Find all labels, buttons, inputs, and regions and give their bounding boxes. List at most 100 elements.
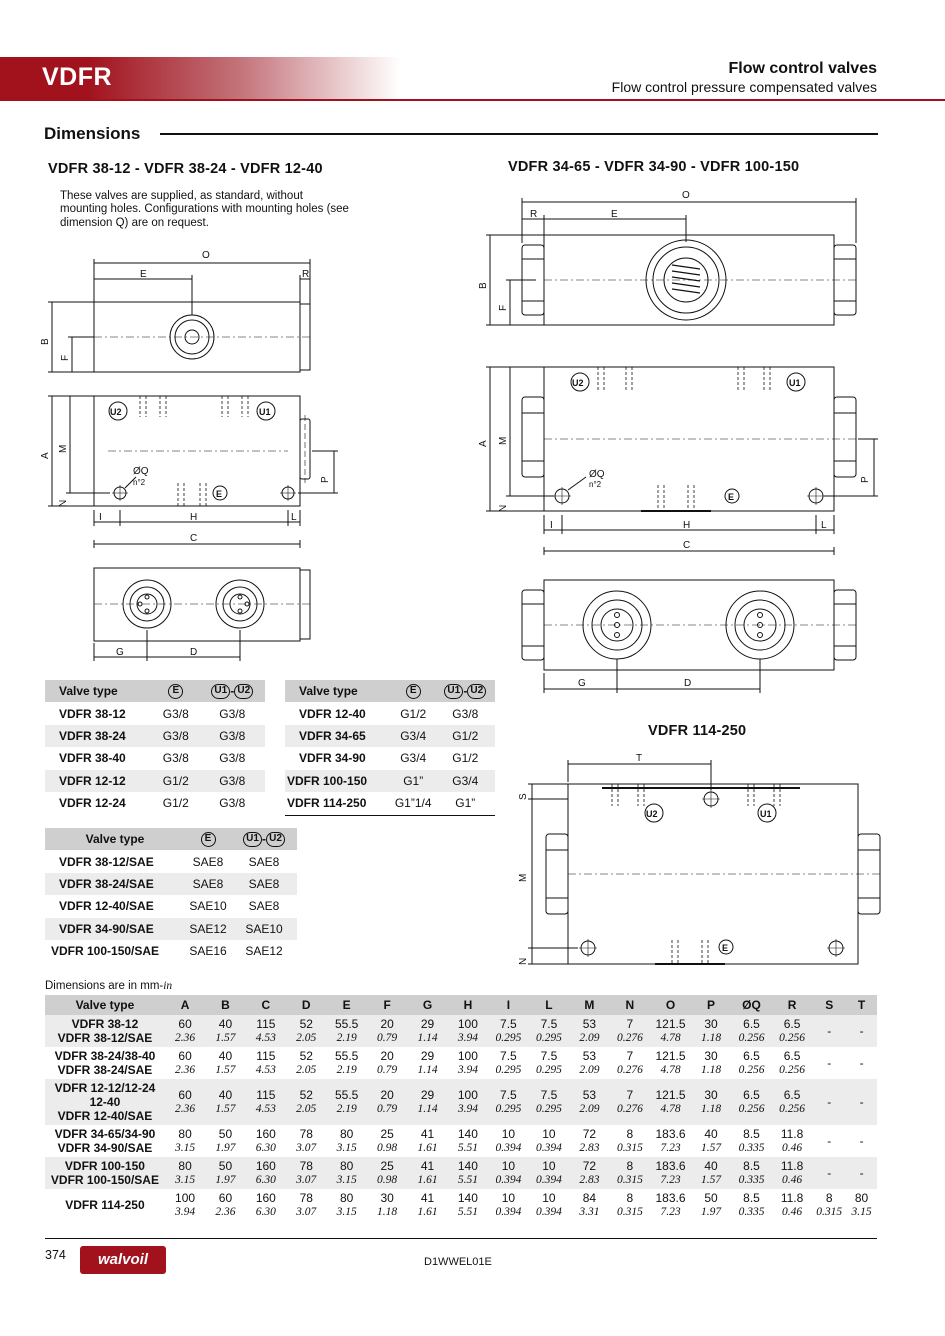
u2-label: U2 [110, 407, 122, 417]
inch-value: 0.394 [536, 1174, 562, 1186]
inch-value: 1.57 [700, 1142, 722, 1154]
dim-g-label: G [116, 647, 124, 658]
mm-value: 84 [582, 1191, 597, 1205]
mm-value: 140 [457, 1159, 478, 1173]
valve-type-line: VDFR 114-250 [65, 1198, 145, 1212]
mm-value: 50 [218, 1127, 233, 1141]
mm-value: 50 [704, 1191, 718, 1205]
u2-marker [108, 401, 128, 421]
mm-value: 80 [340, 1127, 354, 1141]
inch-value: 0.295 [536, 1032, 562, 1044]
rt-dim-g-label: G [578, 678, 586, 689]
inch-value: 4.53 [255, 1103, 276, 1115]
mm-value: 8.5 [743, 1159, 760, 1173]
q-label: ØQ [133, 466, 149, 477]
column-header: T [846, 995, 877, 1015]
dim-i-label: I [99, 512, 102, 523]
mm-value: 80 [340, 1159, 354, 1173]
mm-value: 29 [420, 1049, 435, 1063]
inch-value: 2.19 [336, 1103, 357, 1115]
mm-value: - [859, 1095, 864, 1109]
mm-value: 6.5 [743, 1088, 760, 1102]
column-header: H [447, 995, 489, 1015]
mm-value: 7 [626, 1049, 634, 1063]
mm-value: 50 [218, 1159, 233, 1173]
mm-value: 11.8 [780, 1159, 804, 1173]
mm-value: 41 [420, 1159, 435, 1173]
mm-value: - [827, 1166, 832, 1180]
mm-value: 30 [704, 1017, 718, 1031]
mm-value: 25 [380, 1159, 394, 1173]
t1-header-u1: U1 [211, 683, 231, 699]
rt-dim-r-label: R [530, 209, 537, 220]
inch-value: 0.256 [738, 1103, 765, 1115]
mm-value: 140 [457, 1127, 478, 1141]
rt-dim-d-label: D [684, 678, 691, 689]
mm-value: 8 [825, 1191, 833, 1205]
dim-c-label: C [190, 533, 197, 544]
right-technical-drawing: O R E B F U2 U1 E ØQ n°2 A M N P I H L C… [478, 190, 878, 693]
valve-type-line: VDFR 100-150 [64, 1159, 145, 1173]
inch-value: 0.315 [616, 1142, 643, 1154]
mm-value: 121.5 [655, 1088, 686, 1102]
mm-value: 80 [178, 1127, 192, 1141]
inch-value: 0.79 [377, 1032, 398, 1044]
inch-value: 0.276 [616, 1064, 643, 1076]
t3-header-u2: U2 [266, 831, 285, 847]
dim-o-label: O [202, 250, 210, 261]
mm-value: 8.5 [743, 1191, 760, 1205]
mm-value: 55.5 [335, 1017, 359, 1031]
mm-value: 6.5 [743, 1017, 760, 1031]
inch-value: 3.15 [336, 1206, 357, 1218]
inch-value: 1.57 [215, 1032, 236, 1044]
inch-value: 6.30 [255, 1142, 276, 1154]
rt-dim-p-label: P [860, 476, 871, 483]
t2-header-u1: U1 [444, 683, 464, 699]
left-drawing-title: VDFR 38-12 - VDFR 38-24 - VDFR 12-40 [48, 161, 323, 177]
rt-dim-i-label: I [550, 520, 553, 531]
mm-value: 115 [256, 1049, 276, 1063]
value-cell: - [846, 1125, 877, 1157]
inch-value: 4.78 [660, 1064, 681, 1076]
mm-value: 52 [299, 1088, 313, 1102]
rt-dim-l-label: L [821, 520, 827, 531]
mm-value: 100 [457, 1088, 478, 1102]
inch-value: 7.23 [660, 1206, 681, 1218]
t3-dim-m-label: M [518, 874, 529, 882]
mm-value: 60 [178, 1049, 192, 1063]
inch-value: 2.19 [336, 1064, 357, 1076]
rt-n2-label: n°2 [589, 480, 602, 489]
t1-header-u2: U2 [234, 683, 254, 699]
mm-value: 78 [299, 1191, 313, 1205]
mm-value: 121.5 [655, 1049, 686, 1063]
mm-value: 30 [704, 1049, 718, 1063]
inch-value: 3.15 [336, 1174, 357, 1186]
mm-value: 78 [299, 1159, 313, 1173]
